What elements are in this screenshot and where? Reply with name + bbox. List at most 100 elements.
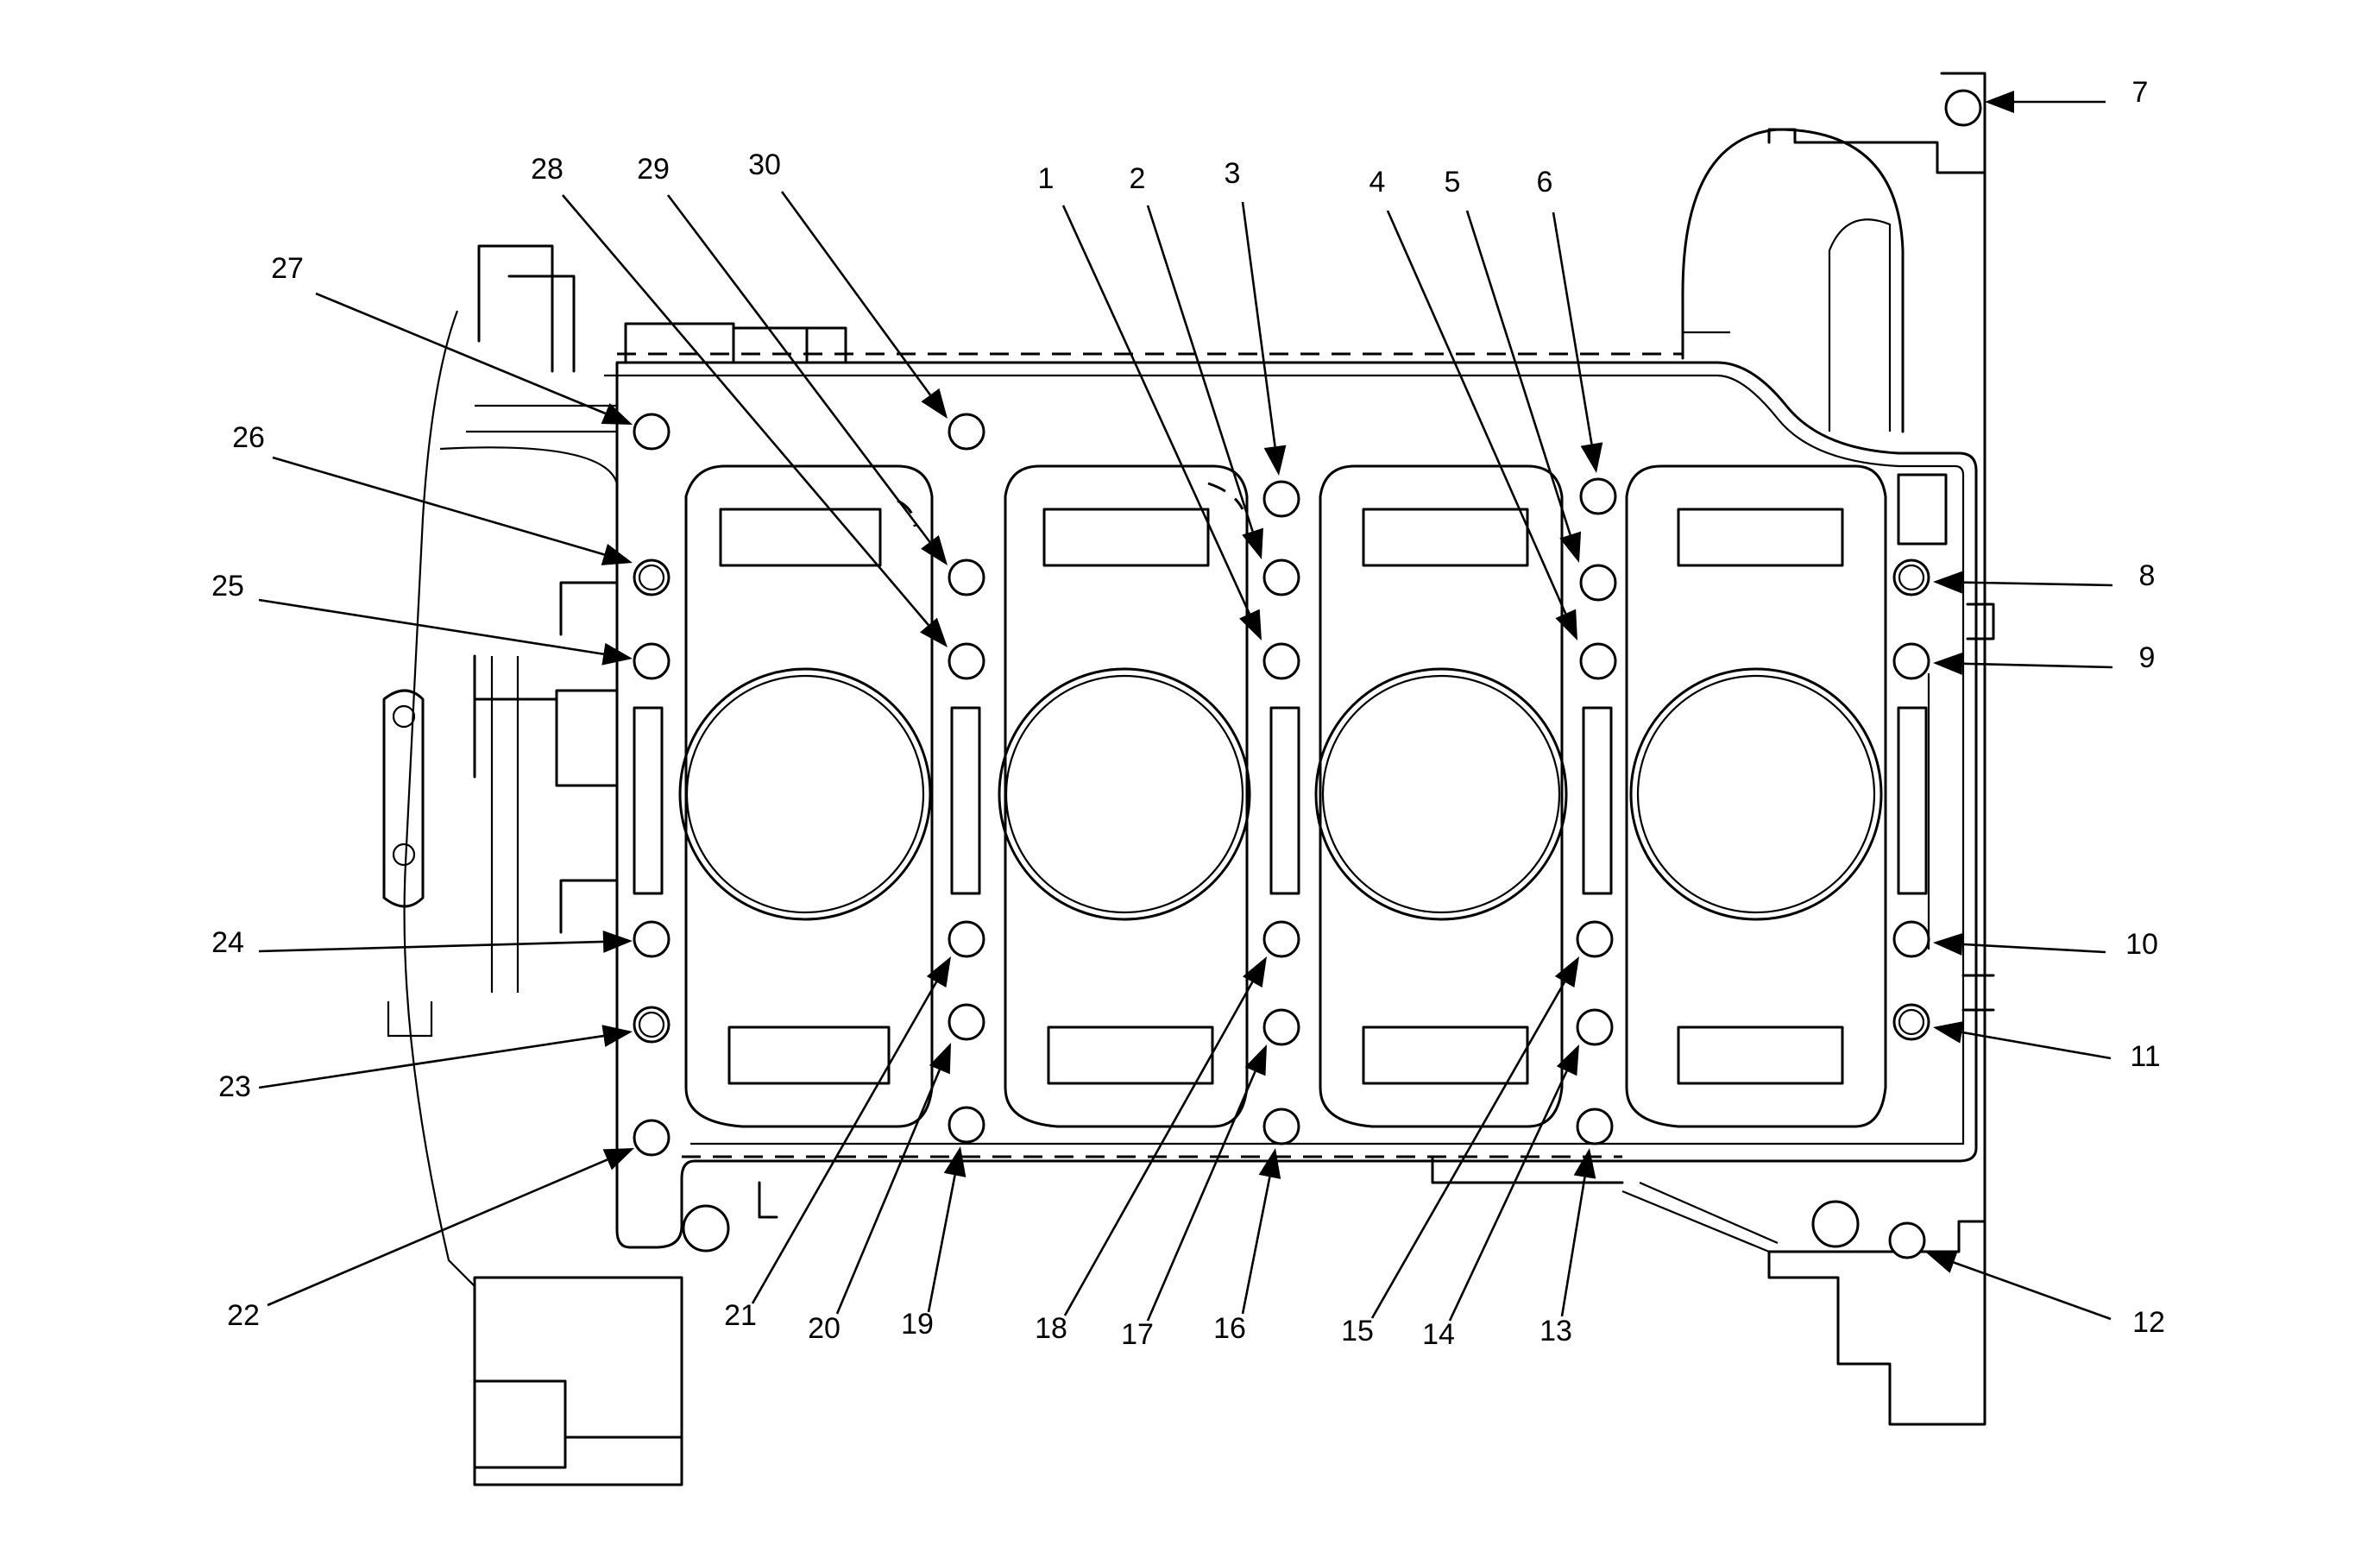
callout-label-11: 11: [2130, 1040, 2160, 1073]
leader-line-11: [1961, 1031, 2112, 1060]
bolt-hole-4: [1579, 642, 1617, 680]
leader-line-17: [1146, 1070, 1256, 1322]
leader-line-30: [780, 191, 932, 396]
callout-label-2: 2: [1130, 162, 1146, 195]
callout-16: 16: [1213, 1148, 1281, 1345]
leader-line-24: [258, 940, 604, 953]
arrowhead-22: [602, 1148, 634, 1171]
leader-line-3: [1241, 201, 1276, 447]
callout-6: 6: [1537, 166, 1603, 473]
bolt-hole-11: [1892, 1003, 1930, 1041]
bolt-hole-27: [633, 413, 671, 451]
leader-line-8: [1961, 581, 2113, 587]
leader-line-4: [1386, 210, 1567, 615]
cylinder-bays: [633, 464, 1928, 1128]
callout-27: 27: [271, 252, 633, 425]
callout-label-12: 12: [2132, 1306, 2165, 1339]
bolt-hole-30: [948, 413, 985, 451]
unlabelled-hole-right: [1811, 1200, 1860, 1248]
leader-line-15: [1370, 981, 1566, 1319]
leader-line-12: [1953, 1261, 2112, 1321]
callout-label-15: 15: [1341, 1315, 1374, 1347]
callout-7: 7: [1985, 76, 2148, 113]
arrowhead-30: [921, 388, 948, 419]
arrowhead-24: [602, 930, 633, 953]
callout-11: 11: [1933, 1021, 2161, 1073]
callout-label-21: 21: [724, 1299, 757, 1332]
callout-19: 19: [901, 1146, 966, 1341]
arrowhead-9: [1933, 652, 1963, 675]
bolt-holes: [633, 89, 1982, 1259]
callout-1: 1: [1038, 162, 1262, 641]
callout-9: 9: [1933, 641, 2155, 675]
arrowhead-10: [1933, 932, 1963, 956]
block-outline: [382, 72, 1995, 1486]
bolt-hole-9: [1892, 642, 1930, 680]
leader-line-14: [1448, 1070, 1568, 1322]
callout-24: 24: [211, 926, 633, 959]
bolt-hole-29: [948, 558, 985, 596]
arrowhead-26: [601, 543, 633, 565]
arrowhead-17: [1244, 1044, 1267, 1076]
arrowhead-8: [1933, 571, 1963, 594]
cylinder-bore-3: [1314, 667, 1568, 921]
arrowhead-5: [1559, 531, 1582, 563]
arrowhead-19: [943, 1146, 966, 1177]
arrowhead-12: [1926, 1252, 1958, 1273]
callout-13: 13: [1539, 1148, 1596, 1347]
leader-line-6: [1552, 211, 1593, 445]
arrowhead-20: [929, 1043, 951, 1075]
bolt-hole-13: [1576, 1107, 1614, 1145]
bolt-hole-18: [1262, 920, 1300, 958]
callout-label-18: 18: [1035, 1312, 1067, 1345]
callout-3: 3: [1225, 157, 1287, 476]
callout-30: 30: [748, 148, 948, 419]
callout-label-8: 8: [2139, 559, 2156, 592]
arrowhead-27: [601, 402, 633, 425]
leader-line-26: [272, 456, 605, 556]
bolt-hole-10: [1892, 920, 1930, 958]
callout-17: 17: [1121, 1044, 1267, 1351]
callout-22: 22: [227, 1148, 634, 1332]
callout-8: 8: [1933, 559, 2155, 594]
callout-4: 4: [1369, 166, 1577, 641]
callout-label-3: 3: [1225, 157, 1241, 190]
leader-line-19: [927, 1175, 956, 1313]
arrowhead-7: [1985, 91, 2014, 113]
callout-label-7: 7: [2132, 76, 2149, 109]
callout-29: 29: [637, 153, 948, 565]
callout-label-1: 1: [1038, 162, 1055, 195]
leader-line-2: [1146, 205, 1254, 533]
cylinder-bore-1: [678, 667, 932, 921]
bolt-hole-25: [633, 642, 671, 680]
callout-label-27: 27: [271, 252, 304, 285]
bolt-hole-26: [633, 558, 671, 596]
callout-label-6: 6: [1537, 166, 1553, 199]
callout-label-10: 10: [2125, 928, 2158, 961]
callout-15: 15: [1341, 956, 1579, 1347]
leader-line-25: [258, 598, 604, 656]
leader-line-1: [1061, 205, 1251, 615]
cylinder-bore-4: [1629, 667, 1883, 921]
callout-2: 2: [1130, 162, 1263, 559]
bolt-hole-14: [1576, 1008, 1614, 1046]
leader-line-18: [1063, 981, 1254, 1316]
callout-label-23: 23: [218, 1070, 251, 1103]
bolt-hole-5: [1579, 564, 1617, 602]
callout-23: 23: [218, 1025, 633, 1103]
arrowhead-21: [926, 956, 951, 988]
callout-18: 18: [1035, 956, 1267, 1345]
arrowhead-25: [601, 642, 633, 666]
callout-28: 28: [531, 153, 948, 647]
arrowhead-3: [1263, 445, 1287, 476]
callout-20: 20: [808, 1043, 951, 1345]
callout-label-9: 9: [2139, 641, 2156, 674]
callout-label-5: 5: [1445, 166, 1461, 199]
bolt-hole-20: [948, 1003, 985, 1041]
bolt-hole-21: [948, 920, 985, 958]
leader-line-23: [258, 1034, 604, 1089]
callout-label-17: 17: [1121, 1318, 1154, 1351]
bolt-hole-7: [1944, 89, 1982, 127]
arrowhead-29: [921, 535, 948, 565]
